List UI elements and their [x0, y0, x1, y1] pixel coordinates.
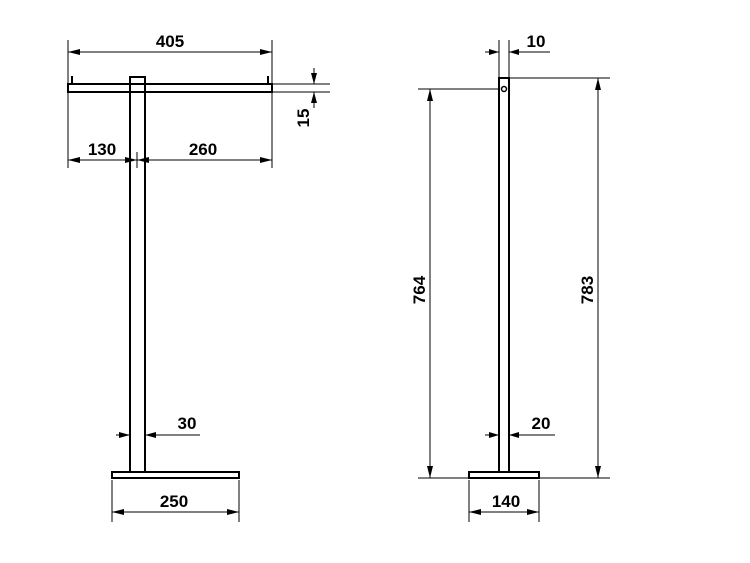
label-10: 10 — [527, 32, 546, 51]
label-250: 250 — [160, 492, 188, 511]
dim-front-pole-width: 30 — [116, 414, 200, 438]
dim-side-height-inner: 764 — [410, 88, 499, 479]
label-783: 783 — [578, 276, 597, 304]
dim-arm-lengths: 130 260 — [67, 92, 273, 168]
dim-total-width: 405 — [67, 32, 273, 84]
label-405: 405 — [156, 32, 184, 51]
label-130: 130 — [88, 140, 116, 159]
dim-side-top-width: 10 — [485, 32, 550, 78]
label-260: 260 — [189, 140, 217, 159]
front-pole — [129, 91, 146, 473]
side-view: 10 764 783 20 — [410, 32, 610, 522]
side-base — [468, 471, 540, 479]
front-top-bar — [67, 83, 273, 93]
front-base — [111, 471, 240, 479]
label-15: 15 — [294, 109, 313, 128]
front-view: 405 15 130 260 — [67, 32, 330, 522]
side-pole-hole — [500, 85, 508, 93]
dim-side-base-width: 140 — [468, 480, 540, 522]
dim-side-height-total: 783 — [509, 77, 610, 479]
label-20: 20 — [532, 414, 551, 433]
label-140: 140 — [492, 492, 520, 511]
dim-bar-thickness: 15 — [272, 68, 330, 127]
dim-front-base-width: 250 — [111, 480, 240, 522]
label-30: 30 — [178, 414, 197, 433]
label-764: 764 — [410, 275, 429, 304]
dim-side-pole-width: 20 — [485, 414, 555, 438]
side-pole — [498, 77, 510, 473]
